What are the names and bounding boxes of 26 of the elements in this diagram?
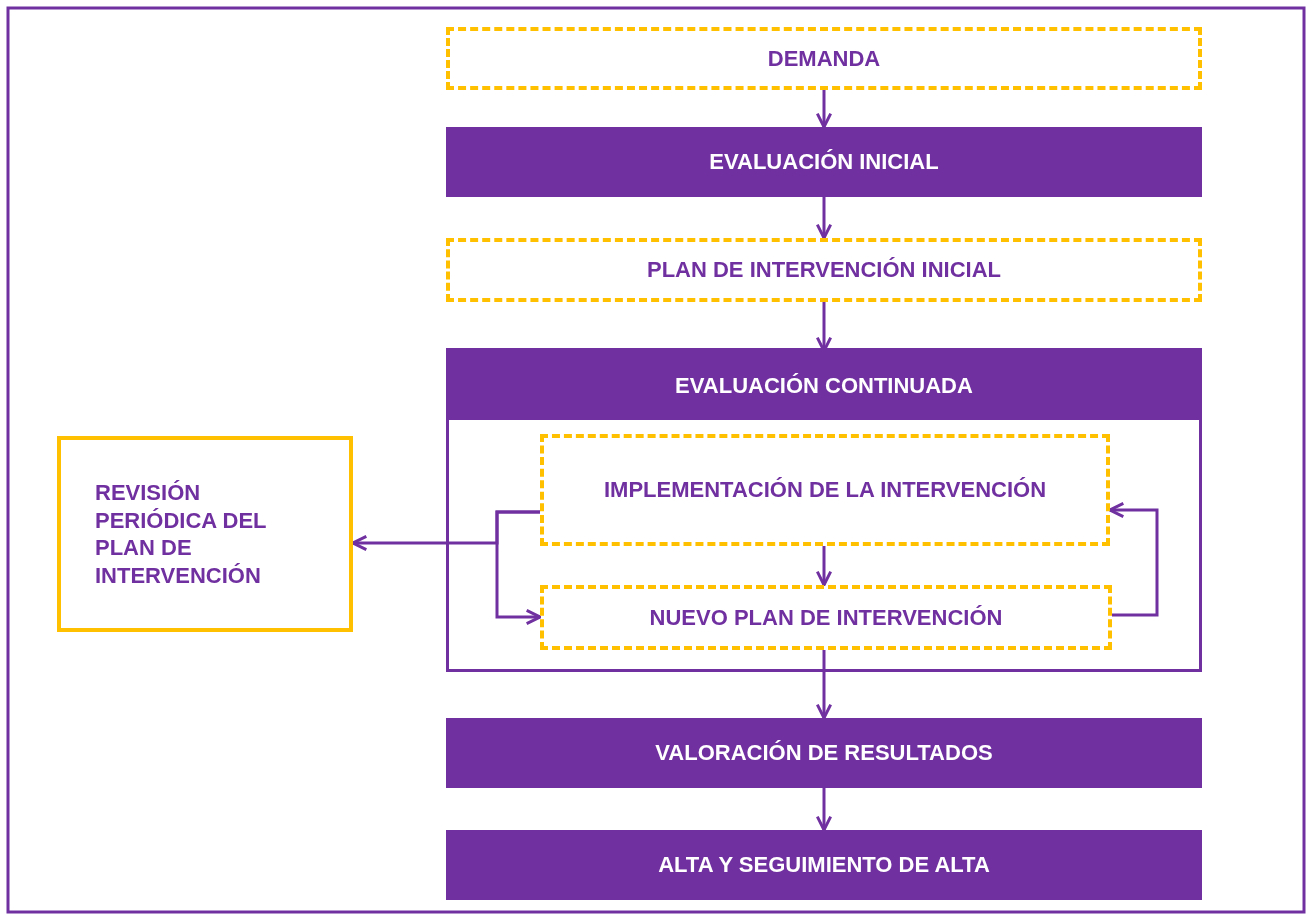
process-box [57, 436, 353, 632]
arrow [815, 197, 833, 240]
process-box [446, 718, 1202, 788]
box-label: DEMANDA [767, 44, 881, 73]
process-box [446, 127, 1202, 197]
container-box [446, 348, 1202, 672]
box-label: IMPLEMENTACIÓN DE LA INTERVENCIÓN [603, 476, 1047, 504]
arrow [815, 90, 833, 129]
box-label: VALORACIÓN DE RESULTADOS [655, 739, 993, 767]
process-box [446, 830, 1202, 900]
box-label: PLAN DE INTERVENCIÓN INICIAL [646, 256, 1002, 284]
arrow [815, 788, 833, 832]
box-label: EVALUACIÓN CONTINUADA [675, 371, 973, 400]
process-box [446, 27, 1202, 90]
box-label: NUEVO PLAN DE INTERVENCIÓN [649, 603, 1003, 632]
arrow [1108, 501, 1159, 617]
arrow [351, 510, 540, 552]
process-box [540, 434, 1110, 546]
process-box [449, 351, 1199, 420]
process-box [446, 238, 1202, 302]
box-label: ALTA Y SEGUIMIENTO DE ALTA [658, 851, 990, 879]
arrow [815, 650, 833, 720]
box-label: REVISIÓN PERIÓDICA DEL PLAN DE INTERVENCIÓN [95, 479, 268, 589]
arrow [815, 546, 833, 587]
process-box [540, 585, 1112, 650]
box-label: EVALUACIÓN INICIAL [709, 148, 939, 176]
